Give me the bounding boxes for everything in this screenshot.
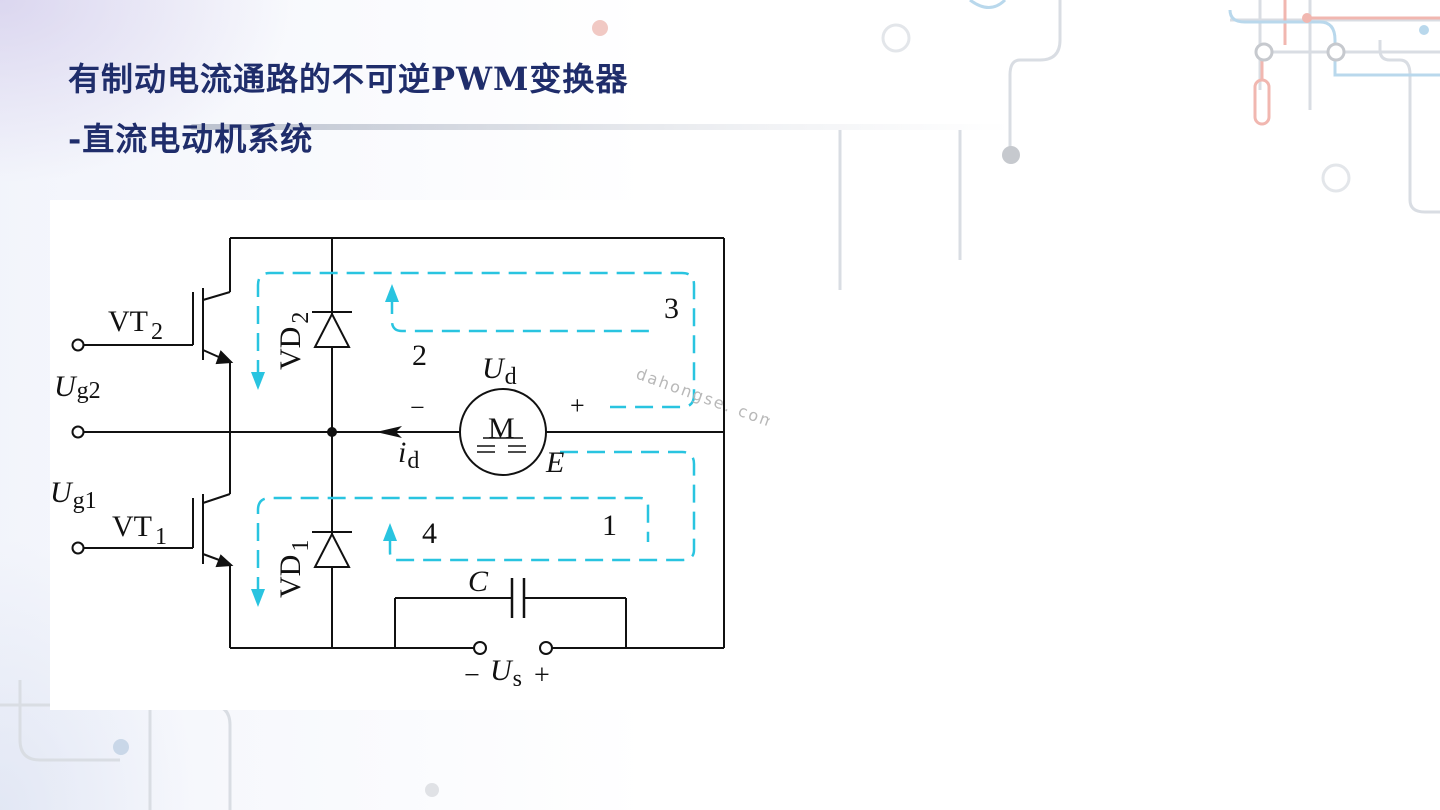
slide-title-line-1: 有制动电流通路的不可逆PWM变换器 (68, 60, 629, 98)
label-us-minus: − (464, 660, 480, 691)
diode-vd2-symbol (312, 311, 352, 348)
label-ug2: Ug2 (54, 370, 101, 404)
label-path-1: 1 (602, 509, 617, 542)
label-vd1: VD1 (274, 540, 314, 598)
ug2-terminal (71, 338, 85, 352)
label-motor-minus: − (410, 393, 425, 422)
label-id: id (398, 436, 419, 474)
transistor-vt2-symbol (80, 288, 234, 365)
transistor-vt1-symbol (80, 493, 234, 568)
current-path-4 (256, 496, 650, 595)
label-us: Us (490, 654, 522, 692)
label-ug1: Ug1 (50, 476, 97, 514)
label-motor: M (488, 412, 515, 445)
circuit-wires (80, 237, 725, 649)
label-capacitor: C (468, 565, 489, 598)
junction-node (327, 427, 337, 437)
current-path-2 (256, 271, 696, 409)
label-emf: E (545, 446, 564, 479)
motor-symbol (459, 388, 547, 476)
label-path-3: 3 (664, 292, 679, 325)
pwm-converter-circuit: VT2 VT1 VD2 VD1 Ug2 Ug1 Ud id M E − + C … (50, 237, 770, 692)
label-motor-plus: + (570, 391, 585, 420)
us-negative-terminal (473, 641, 487, 655)
title-underline (190, 124, 1010, 130)
slide-title-line-2: -直流电动机系统 (68, 120, 314, 158)
label-path-2: 2 (412, 339, 427, 372)
watermark-text: dahongse. com (634, 364, 770, 433)
current-path-3 (390, 296, 650, 333)
label-path-4: 4 (422, 517, 437, 550)
diode-vd1-symbol (312, 531, 352, 568)
label-us-plus: + (534, 660, 550, 691)
current-paths (256, 271, 696, 595)
ug1-terminal (71, 541, 85, 555)
label-ud: Ud (482, 352, 517, 390)
capacitor-symbol (510, 578, 526, 618)
common-terminal (71, 425, 85, 439)
us-positive-terminal (539, 641, 553, 655)
current-path-arrows (251, 284, 399, 607)
id-current-arrow (376, 426, 402, 438)
label-vd2: VD2 (274, 312, 314, 370)
